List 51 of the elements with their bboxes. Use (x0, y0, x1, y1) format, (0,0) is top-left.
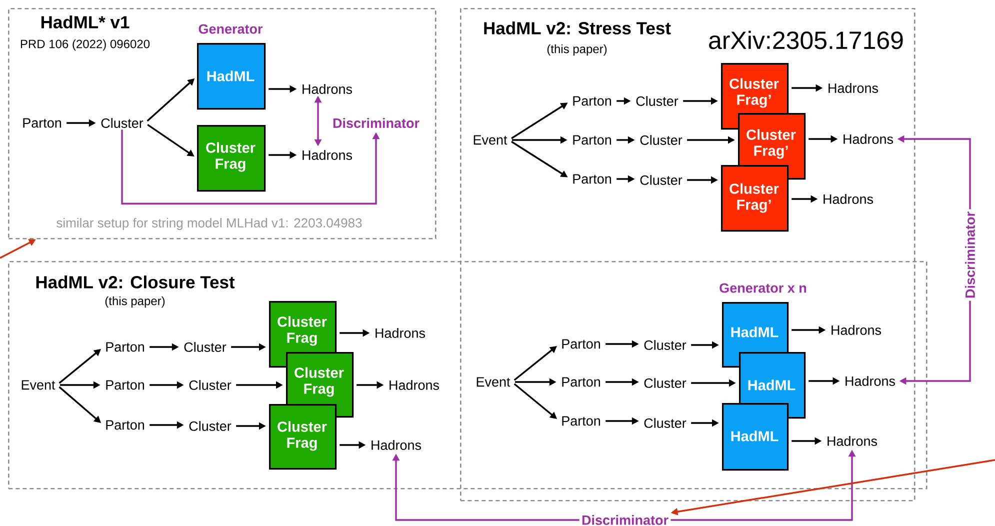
step-label: Hadrons (376, 328, 426, 338)
model-box: Cluster Frag (269, 404, 337, 470)
step-label: Parton (106, 380, 144, 390)
step-label: Cluster (640, 135, 682, 145)
step-label: Hadrons (846, 376, 896, 386)
step-label: Cluster (644, 340, 686, 350)
step-label: Hadrons (824, 194, 874, 204)
panel-subtitle: (this paper) (547, 44, 607, 56)
panel-title: HadML v2: Closure Test (36, 276, 235, 288)
step-label: Cluster (644, 418, 686, 428)
panel-subtitle: PRD 106 (2022) 096020 (20, 39, 150, 51)
step-label: Hadrons (828, 436, 878, 446)
step-label: Hadrons (302, 84, 352, 94)
step-label: Cluster (101, 118, 144, 128)
step-label: Cluster (640, 175, 682, 185)
panel-title: HadML* v1 (41, 16, 130, 28)
panel-subtitle: (this paper) (105, 296, 165, 308)
step-label: Cluster (189, 380, 232, 390)
step-label: Parton (106, 420, 144, 430)
reference-label: arXiv:2305.17169 (709, 30, 903, 50)
model-box: Cluster Frag’ (721, 164, 789, 232)
step-label: Parton (562, 377, 600, 387)
step-label: Hadrons (302, 150, 352, 160)
discriminator-label: Discriminator (580, 513, 671, 526)
step-label: Cluster (184, 342, 226, 352)
step-label: Cluster (189, 421, 232, 431)
discriminator-label: Discriminator (330, 116, 422, 130)
model-box: Cluster Frag (197, 125, 266, 192)
step-label: Event (476, 377, 510, 387)
step-label: Event (474, 135, 508, 145)
step-label: Parton (23, 118, 62, 128)
discriminator-label: Discriminator (963, 209, 977, 300)
box-heading: Generator (198, 24, 263, 34)
step-label: Parton (573, 135, 612, 145)
step-label: Event (22, 380, 56, 390)
panel-title: HadML v2: Stress Test (484, 22, 671, 34)
model-box: HadML (197, 43, 266, 110)
step-label: Parton (573, 174, 612, 184)
step-label: Hadrons (844, 134, 894, 144)
footnote: similar setup for string model MLHad v1: 2203.04983 (56, 218, 362, 230)
step-label: Hadrons (828, 83, 878, 93)
step-label: Parton (562, 416, 600, 426)
step-label: Parton (573, 96, 612, 106)
step-label: Parton (106, 342, 144, 352)
model-box: HadML (722, 402, 789, 471)
step-label: Cluster (644, 378, 686, 388)
step-label: Cluster (636, 96, 678, 106)
step-label: Parton (562, 339, 600, 349)
step-label: Hadrons (372, 440, 422, 450)
step-label: Hadrons (832, 325, 882, 335)
step-label: Hadrons (390, 380, 440, 390)
